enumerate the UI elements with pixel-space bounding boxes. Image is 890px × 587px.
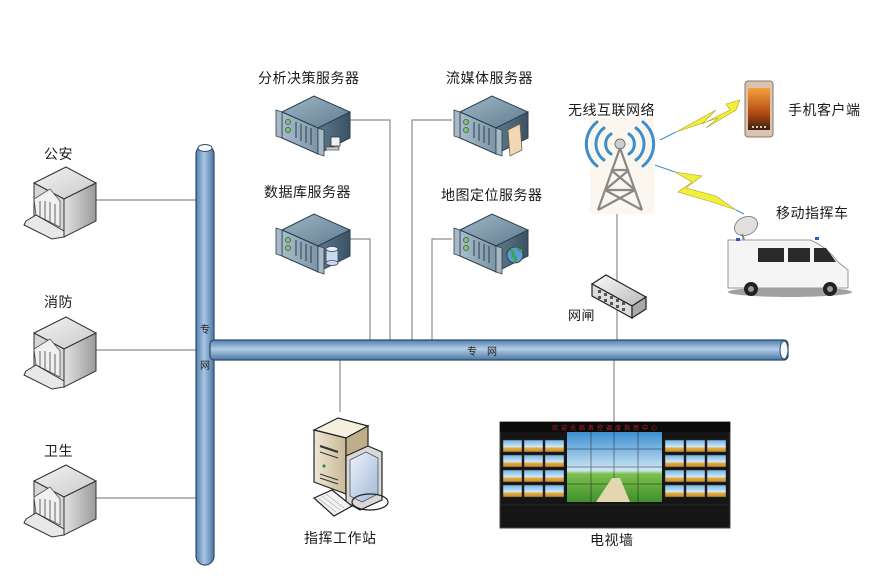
wireless-network-label: 无线互联网络 [568, 103, 655, 119]
video-thumbnail [706, 454, 727, 468]
video-thumbnail [502, 454, 523, 468]
connection-lines [95, 119, 618, 499]
building-icon [23, 166, 98, 240]
wireless-link-vehicle [654, 164, 745, 215]
wireless-link-phone [659, 99, 741, 141]
video-thumbnail [685, 469, 706, 483]
globe-badge-icon [506, 246, 524, 264]
map-server-label: 地图定位服务器 [441, 188, 543, 204]
video-thumbnail [685, 484, 706, 498]
command-vehicle-icon [727, 215, 852, 297]
department-police-label: 公安 [44, 147, 73, 163]
video-thumbnail [502, 439, 523, 453]
server-icon [275, 213, 351, 275]
vertical-pipe-label-bottom: 网 [200, 360, 210, 372]
database-server-label: 数据库服务器 [264, 185, 351, 201]
video-thumbnail [685, 454, 706, 468]
phone-client-label: 手机客户端 [788, 103, 861, 119]
video-thumbnail [664, 439, 685, 453]
document-badge-icon [507, 123, 523, 157]
database-badge-icon [325, 246, 339, 266]
gateway-label: 网闸 [568, 309, 596, 324]
video-thumbnail [664, 469, 685, 483]
video-thumbnail [544, 484, 565, 498]
video-thumbnail [523, 439, 544, 453]
building-icon [23, 464, 97, 538]
video-thumbnail [544, 454, 565, 468]
video-thumbnail [523, 469, 544, 483]
video-thumbnail [685, 439, 706, 453]
video-thumbnail [706, 439, 727, 453]
department-fire-label: 消防 [44, 295, 73, 311]
video-thumbnail [664, 484, 685, 498]
workstation-label: 指挥工作站 [304, 531, 377, 547]
video-thumbnail [523, 484, 544, 498]
mobile-phone-icon [744, 80, 774, 138]
horizontal-backbone-pipe [209, 339, 789, 361]
building-icon [23, 316, 97, 390]
department-health-label: 卫生 [44, 444, 73, 460]
link-analysis-server [350, 119, 391, 340]
vertical-pipe-label-top: 专 [200, 323, 210, 336]
network-gateway-icon [590, 274, 648, 320]
video-thumbnail [502, 469, 523, 483]
server-icon [453, 213, 529, 275]
video-wall-banner: 欢迎光临务控调度指挥中心 [552, 424, 660, 432]
video-thumbnail [502, 484, 523, 498]
video-thumbnail [523, 454, 544, 468]
video-wall-display [499, 421, 731, 529]
video-thumbnail [544, 469, 565, 483]
media-server-label: 流媒体服务器 [446, 71, 533, 87]
analysis-server-label: 分析决策服务器 [258, 71, 360, 87]
video-thumbnail [706, 484, 727, 498]
horizontal-pipe-label: 专 网 [467, 345, 497, 358]
command-workstation-icon [312, 417, 389, 517]
link-database-server [350, 238, 371, 340]
link-media-server [411, 119, 452, 340]
video-wall-label: 电视墙 [590, 533, 634, 549]
video-thumbnail [544, 439, 565, 453]
link-map-server [431, 238, 452, 340]
video-thumbnail [664, 454, 685, 468]
workstation-badge-icon [325, 136, 341, 151]
command-vehicle-label: 移动指挥车 [776, 206, 849, 222]
wireless-tower-icon [584, 118, 656, 214]
video-thumbnail [706, 469, 727, 483]
server-icon [275, 95, 352, 157]
vertical-backbone-pipe [195, 144, 215, 566]
